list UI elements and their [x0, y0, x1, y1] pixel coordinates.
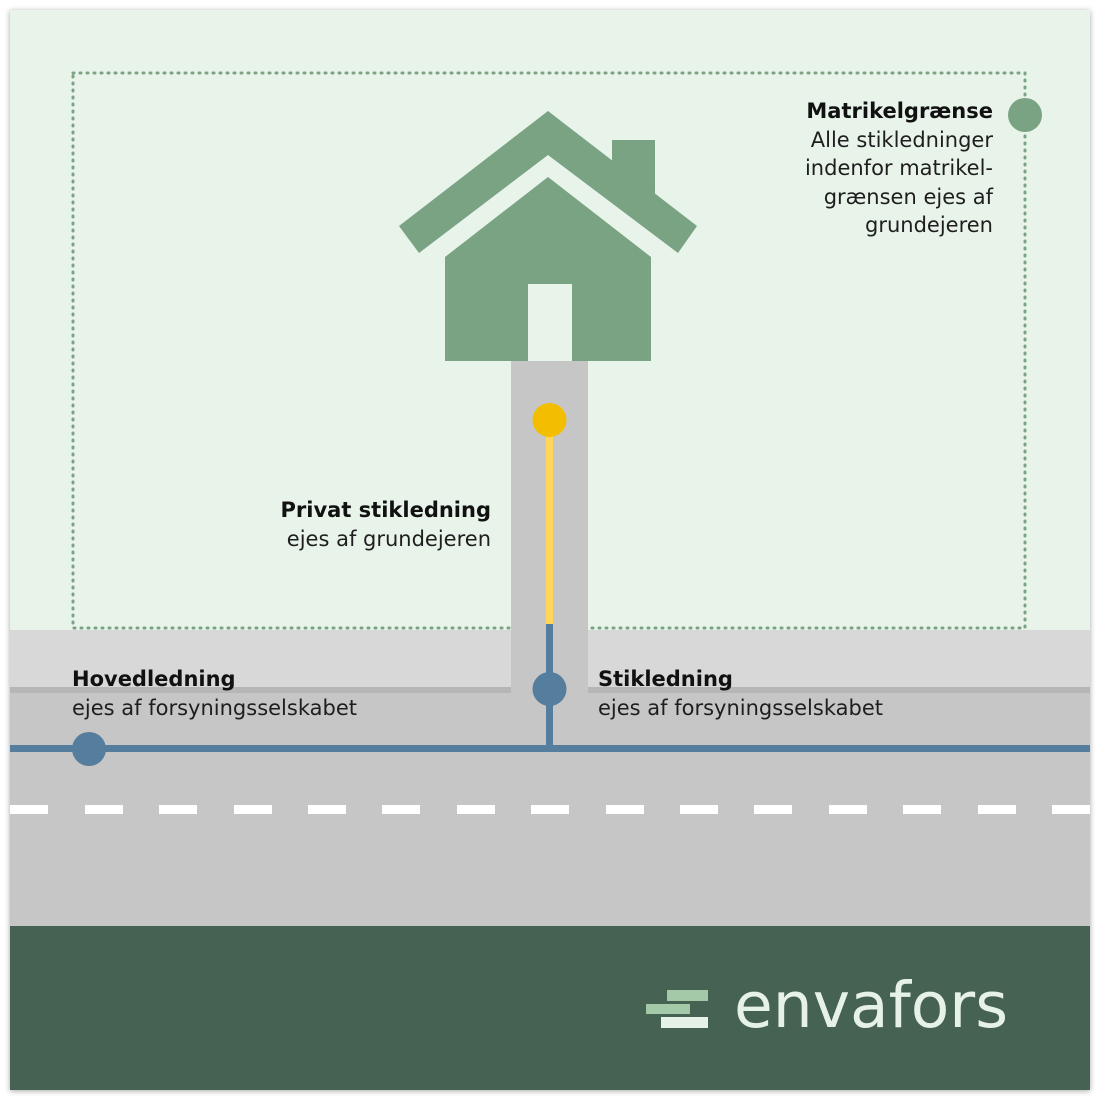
footer — [10, 926, 1090, 1090]
house-icon — [399, 111, 697, 361]
lane-dash — [754, 805, 792, 814]
house-door — [528, 284, 572, 361]
lane-dash — [1052, 805, 1090, 814]
lane-dash — [85, 805, 123, 814]
brand-logo-mark — [646, 990, 708, 1028]
lane-dash — [382, 805, 420, 814]
brand-name: envafors — [734, 969, 1009, 1042]
service-pipe-label-title: Stikledning — [598, 667, 733, 691]
property-boundary-node — [1008, 98, 1042, 132]
boundary-label-line: grænsen ejes af — [823, 184, 993, 209]
boundary-label-line: Alle stikledninger — [810, 127, 993, 152]
lane-dash — [234, 805, 272, 814]
lane-dash — [903, 805, 941, 814]
curb-left — [10, 687, 511, 693]
service-pipe-node — [532, 672, 567, 706]
lane-dash — [457, 805, 495, 814]
main-pipe-label-title: Hovedledning — [72, 667, 236, 691]
main-pipe-label-desc: ejes af forsyningsselskabet — [72, 695, 357, 720]
logo-bar-middle — [646, 1004, 690, 1014]
lane-dash — [978, 805, 1016, 814]
lane-markings — [10, 805, 1090, 814]
boundary-label: Matrikelgrænse Alle stikledninger indenf… — [805, 97, 993, 240]
private-pipe-label-desc: ejes af grundejeren — [286, 526, 491, 551]
logo-bar-bottom — [661, 1017, 708, 1028]
main-pipe-node — [72, 732, 106, 766]
lane-dash — [531, 805, 569, 814]
lane-dash — [308, 805, 346, 814]
private-pipe-label: Privat stikledning ejes af grundejeren — [281, 496, 491, 553]
main-pipe-label: Hovedledning ejes af forsyningsselskabet — [72, 665, 357, 722]
private-pipe-node — [532, 403, 567, 437]
service-pipe-label: Stikledning ejes af forsyningsselskabet — [598, 665, 883, 722]
boundary-label-line: indenfor matrikel- — [804, 156, 993, 180]
lane-dash — [10, 805, 48, 814]
lane-dash — [680, 805, 718, 814]
private-pipe-label-title: Privat stikledning — [280, 498, 491, 522]
lane-dash — [159, 805, 197, 814]
boundary-label-line: grundejeren — [865, 213, 993, 237]
logo-bar-top — [667, 990, 708, 1001]
service-pipe-label-desc: ejes af forsyningsselskabet — [598, 695, 883, 720]
lane-dash — [829, 805, 867, 814]
boundary-label-title: Matrikelgrænse — [806, 99, 993, 123]
house-roof — [399, 111, 697, 253]
curb-right — [588, 687, 1090, 693]
house-body — [445, 177, 651, 361]
lane-dash — [606, 805, 644, 814]
